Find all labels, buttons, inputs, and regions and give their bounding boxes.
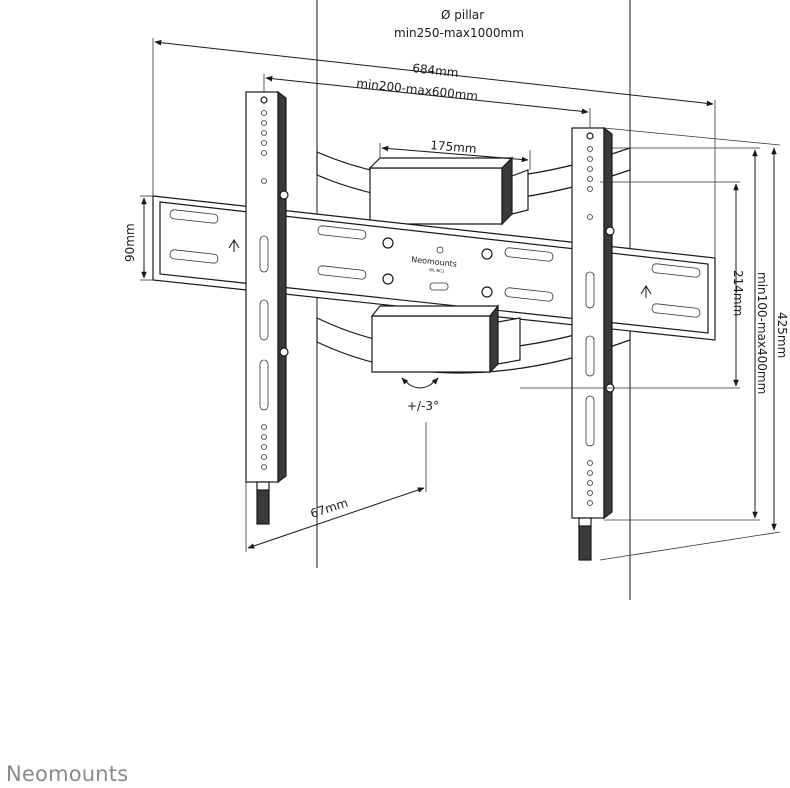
height-overall-label: 425mm [775,312,789,358]
vesa-horizontal-label: min200-max600mm [356,76,479,103]
dimension-vesa-vertical [604,147,760,521]
dimension-67 [245,422,427,552]
dimension-175 [379,143,531,170]
center-bolts [382,237,493,298]
dimension-90 [140,195,153,281]
dimension-425 [599,127,781,561]
pillar-range-label: min250-max1000mm [394,26,524,40]
pillar-symbol-label: Ø pillar [441,8,484,22]
dimension-vesa-horizontal [263,74,591,128]
plate-model-label: WL-BC1 [429,267,445,274]
clamp-width-label: 175mm [430,138,477,156]
lower-clamp-block [370,304,521,374]
rail-spacing-label: 214mm [731,270,745,316]
tilt-label: +/-3° [407,399,439,413]
width-overall-label: 684mm [412,61,460,80]
vesa-vertical-label: min100-max400mm [755,272,769,394]
depth-label: 67mm [309,496,350,521]
dimension-684 [152,38,716,258]
upper-clamp-block [368,156,529,226]
tilt-arrow [401,377,439,389]
rail-height-label: 90mm [123,223,137,262]
dimension-214 [520,181,740,389]
right-vertical-arm [571,126,615,561]
left-vertical-arm [245,90,289,525]
footer-brand-logo: Neomounts [6,762,129,786]
